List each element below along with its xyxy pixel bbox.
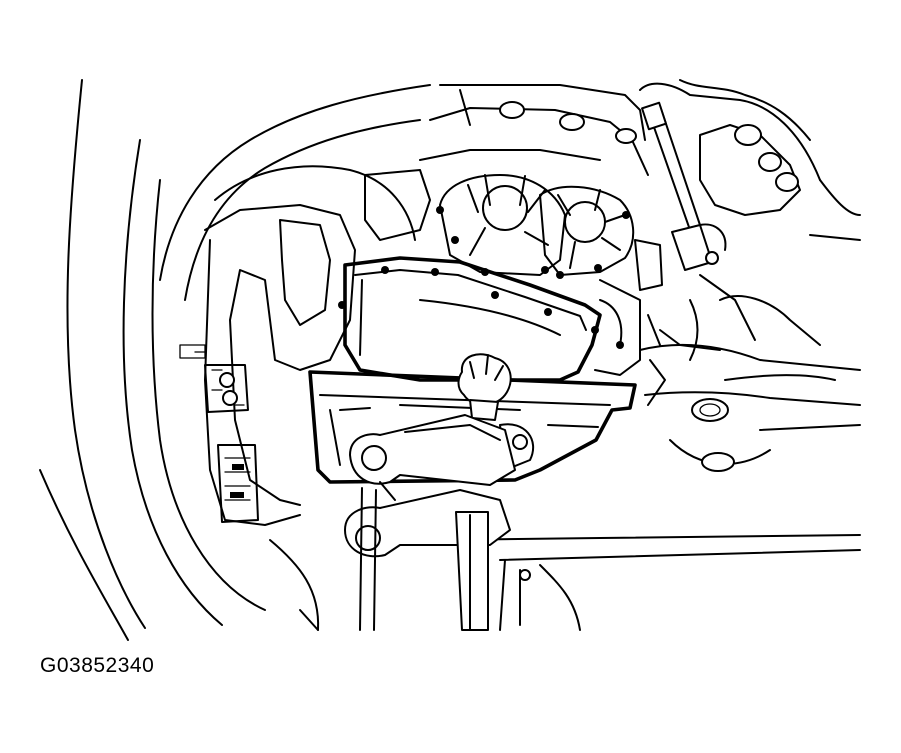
upper-right-suspension xyxy=(639,79,861,241)
drive-shaft-right xyxy=(639,274,861,472)
fender-wheel-well xyxy=(39,79,431,641)
left-vent-cluster xyxy=(204,364,259,523)
figure-code: G03852340 xyxy=(40,654,155,677)
differential-housing-right xyxy=(539,185,635,279)
upper-body-structure xyxy=(364,84,649,241)
tie-rod xyxy=(641,101,727,271)
jack-adjusting-knob xyxy=(457,353,512,421)
transmission-oil-pan xyxy=(338,256,624,382)
left-inner-panel xyxy=(179,204,356,526)
differential-housing-left xyxy=(436,174,566,276)
transmission-case-right xyxy=(594,239,663,376)
jack-arm-and-post xyxy=(344,414,516,631)
